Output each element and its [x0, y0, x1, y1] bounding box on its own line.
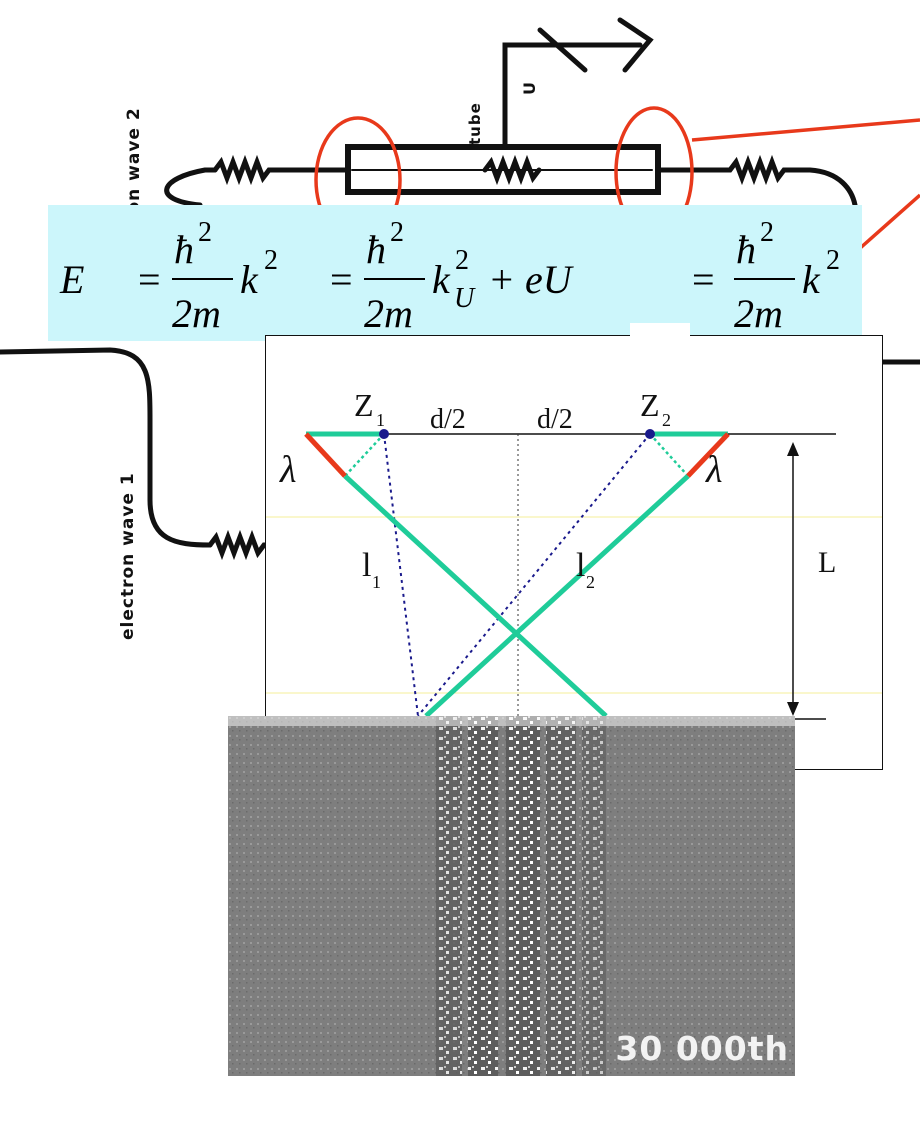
distance-arrow-bottom [787, 702, 799, 716]
energy-formula: E = ħ 2 2m k 2 = ħ 2 2m k 2 U + eU = ħ 2… [48, 205, 862, 341]
label-source-1-sub: 1 [376, 410, 385, 430]
upper-wire-left [164, 167, 218, 208]
denominator-3: 2m [734, 291, 783, 336]
resistor-tube [482, 154, 542, 186]
fringe-band-2 [468, 716, 498, 1076]
fringe-band-5 [582, 716, 606, 1076]
photo-top-edge [228, 716, 795, 726]
fringe-band-4 [546, 716, 576, 1076]
label-path-1-sub: 1 [372, 572, 381, 592]
equals-1: = [138, 257, 161, 302]
label-path-1: l [362, 547, 371, 584]
voltage-source [537, 17, 654, 73]
label-source-1: Z [354, 387, 374, 423]
label-path-2: l [576, 547, 585, 584]
denominator-2: 2m [364, 291, 413, 336]
label-wavelength-left: λ [279, 449, 296, 491]
interference-geometry-svg: Z 1 d/2 d/2 Z 2 λ λ l 1 l 2 L [266, 387, 882, 769]
ray-from-right [424, 474, 690, 718]
frame-gap [630, 323, 690, 339]
label-source-2-sub: 2 [662, 410, 671, 430]
label-voltage: U [520, 81, 539, 95]
equals-3: = [692, 257, 715, 302]
k-2: k [432, 257, 451, 302]
wavefront-dotted-left [344, 433, 385, 477]
pointer-line-upper [691, 118, 920, 142]
voltage-lead [502, 42, 563, 150]
k-3: k [802, 257, 821, 302]
label-half-sep-left: d/2 [430, 404, 466, 435]
distance-arrow-top [787, 442, 799, 456]
label-wavelength-right: λ [705, 449, 722, 491]
ray-from-left [343, 474, 608, 718]
hbar-3: ħ [736, 227, 756, 272]
denominator-1: 2m [172, 291, 221, 336]
label-half-sep-right: d/2 [537, 404, 573, 435]
photo-caption: 30 000th [615, 1029, 789, 1068]
hbar-1: ħ [174, 227, 194, 272]
label-tube: tube [466, 102, 484, 145]
energy-symbol: E [59, 257, 84, 302]
resistor-upper-right [657, 154, 858, 208]
photo-texture [228, 716, 795, 1076]
resistor-upper-left [212, 154, 348, 186]
source-dot-2 [645, 429, 655, 439]
energy-formula-svg: E = ħ 2 2m k 2 = ħ 2 2m k 2 U + eU = ħ 2… [59, 217, 840, 336]
pointer-line-lower [856, 193, 920, 252]
label-electron-wave-1: electron wave 1 [118, 472, 138, 640]
wavefront-dotted-right [649, 433, 689, 477]
path-line-2 [417, 433, 651, 717]
label-path-2-sub: 2 [586, 572, 595, 592]
label-source-2: Z [640, 387, 660, 423]
k-power-3: 2 [826, 245, 840, 276]
lower-wire-left [0, 347, 213, 548]
resistor-lower-left [207, 529, 269, 561]
label-distance: L [818, 546, 836, 579]
k-subscript-U: U [454, 283, 476, 314]
hbar-power-2: 2 [390, 217, 404, 248]
interference-geometry-panel: Z 1 d/2 d/2 Z 2 λ λ l 1 l 2 L [265, 335, 883, 770]
wavelength-mark-left [304, 432, 347, 478]
source-dot-1 [379, 429, 389, 439]
hbar-power-1: 2 [198, 217, 212, 248]
hbar-power-3: 2 [760, 217, 774, 248]
equals-2: = [330, 257, 353, 302]
path-line-1 [383, 433, 419, 717]
k-power-2: 2 [455, 245, 469, 276]
k-1: k [240, 257, 259, 302]
wavelength-mark-right [686, 432, 730, 478]
k-power-1: 2 [264, 245, 278, 276]
fringe-band-3 [506, 716, 540, 1076]
potential-term: + eU [488, 257, 575, 302]
fringe-band-1 [436, 716, 462, 1076]
interference-photograph: 30 000th [228, 716, 795, 1076]
hbar-2: ħ [366, 227, 386, 272]
